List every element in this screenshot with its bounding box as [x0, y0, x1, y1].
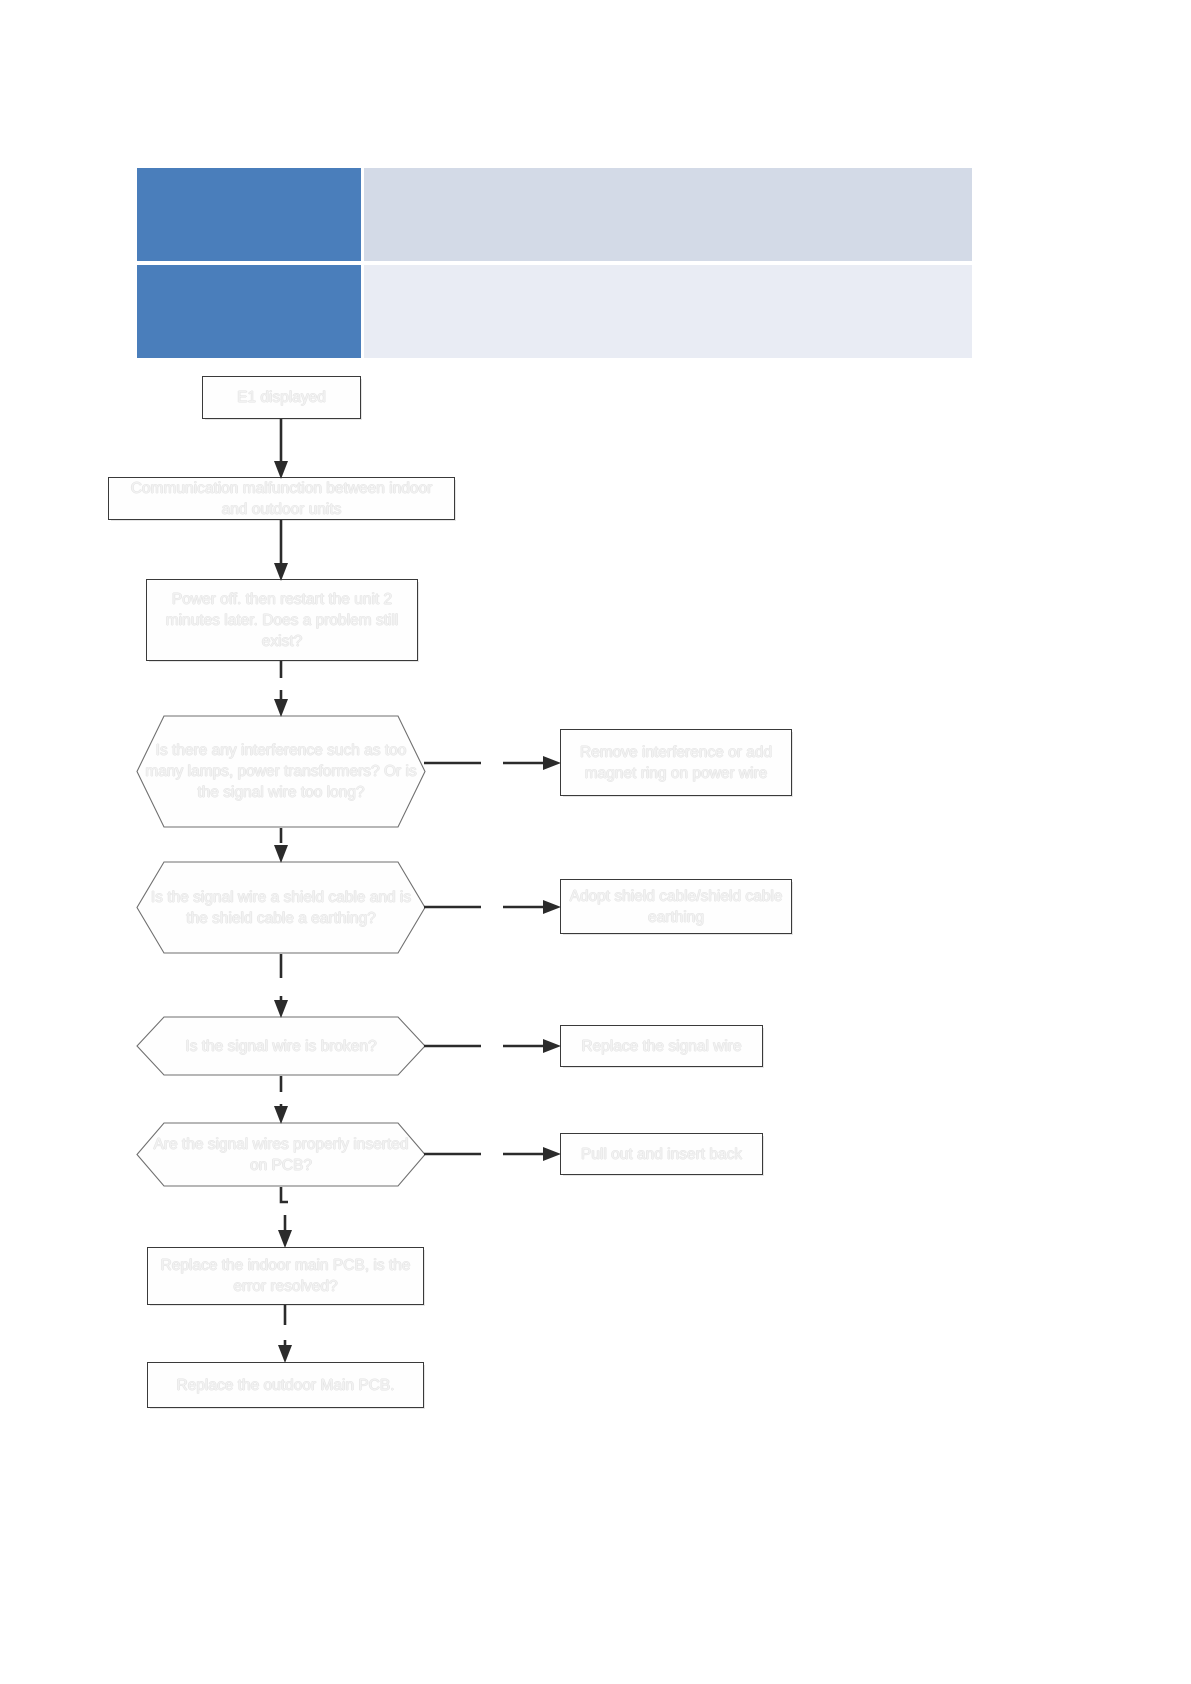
- table-row-1-label-cell: [137, 168, 361, 261]
- decision-signal-wire-broken-label: Is the signal wire is broken?: [185, 1037, 377, 1055]
- decision-interference-label: Is there any interference such as too ma…: [145, 742, 417, 801]
- decision-shield-cable-label: Is the signal wire a shield cable and is…: [150, 888, 412, 927]
- hexagon-shape: [136, 1122, 426, 1187]
- action-replace-signal-wire-label: Replace the signal wire: [581, 1037, 742, 1055]
- node-replace-indoor-pcb-label: Replace the indoor main PCB, is the erro…: [160, 1257, 411, 1295]
- table-row-2-label-cell: [137, 265, 361, 358]
- node-power-off-restart: Power off. then restart the unit 2 minut…: [146, 579, 418, 661]
- table-row: [137, 168, 972, 261]
- action-pull-out-insert-back-label: Pull out and insert back: [580, 1145, 743, 1163]
- decision-interference: Is there any interference such as too ma…: [136, 715, 426, 828]
- action-remove-interference-label: Remove interference or add magnet ring o…: [579, 743, 773, 782]
- decision-wires-inserted: Are the signal wires properly inserted o…: [136, 1122, 426, 1187]
- decision-shield-cable: Is the signal wire a shield cable and is…: [136, 861, 426, 954]
- node-replace-outdoor-pcb-label: Replace the outdoor Main PCB.: [176, 1376, 395, 1394]
- action-replace-signal-wire: Replace the signal wire: [560, 1025, 763, 1067]
- node-e1-displayed-label: E1 displayed: [237, 389, 326, 406]
- node-replace-outdoor-pcb: Replace the outdoor Main PCB.: [147, 1362, 424, 1408]
- header-table: [137, 168, 972, 358]
- action-adopt-shield-cable-label: Adopt shield cable/shield cable earthing: [569, 887, 783, 926]
- node-e1-displayed: E1 displayed: [202, 376, 361, 419]
- hexagon-shape: [136, 861, 426, 954]
- node-communication-malfunction-label: Communication malfunction between indoor…: [130, 479, 433, 518]
- table-row: [137, 265, 972, 358]
- action-pull-out-insert-back: Pull out and insert back: [560, 1133, 763, 1175]
- table-row-1-value-cell: [364, 168, 972, 261]
- node-replace-indoor-pcb: Replace the indoor main PCB, is the erro…: [147, 1247, 424, 1305]
- node-power-off-restart-label: Power off. then restart the unit 2 minut…: [165, 590, 399, 650]
- action-remove-interference: Remove interference or add magnet ring o…: [560, 729, 792, 796]
- table-row-2-value-cell: [364, 265, 972, 358]
- hexagon-shape: [136, 1016, 426, 1076]
- hexagon-shape: [136, 715, 426, 828]
- decision-signal-wire-broken: Is the signal wire is broken?: [136, 1016, 426, 1076]
- node-communication-malfunction: Communication malfunction between indoor…: [108, 477, 455, 520]
- action-adopt-shield-cable: Adopt shield cable/shield cable earthing: [560, 879, 792, 934]
- decision-wires-inserted-label: Are the signal wires properly inserted o…: [153, 1135, 409, 1174]
